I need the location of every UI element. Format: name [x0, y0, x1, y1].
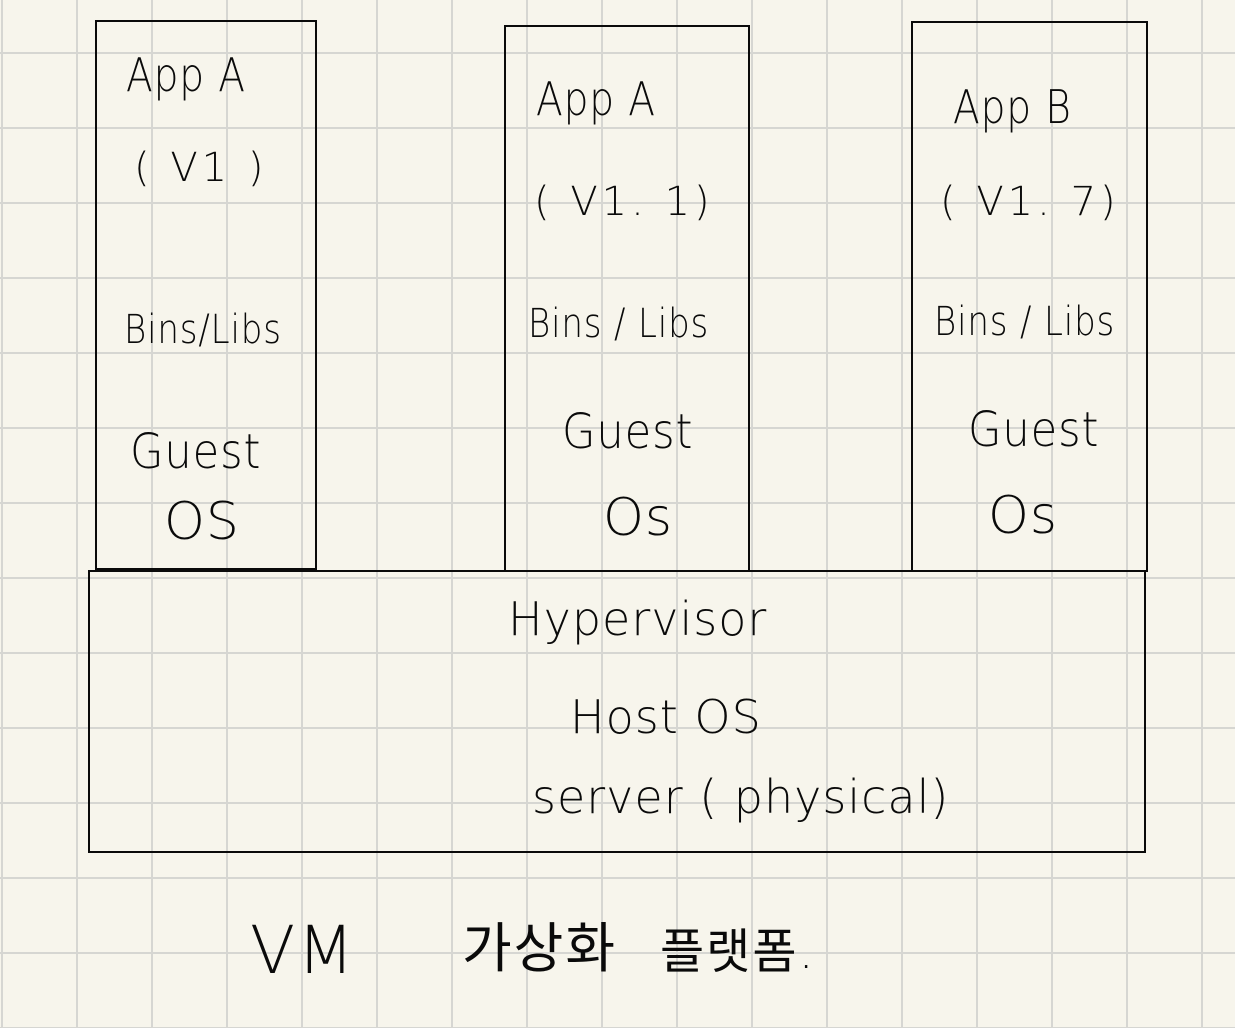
vm3-guest-label: Guest	[968, 402, 1100, 458]
hypervisor-label: Hypervisor	[508, 592, 768, 646]
vm3-app-label: App B	[953, 80, 1072, 134]
vm1-os-label: OS	[164, 492, 240, 552]
vm1-version-label: ( V1 )	[134, 145, 268, 191]
caption-vm: VM	[250, 912, 357, 989]
vm3-os-label: Os	[988, 486, 1059, 546]
vm2-bins-libs-label: Bins / Libs	[528, 301, 710, 347]
vm1-app-label: App A	[126, 48, 246, 102]
vm-box-1	[95, 20, 317, 570]
vm2-version-label: ( V1. 1)	[534, 179, 714, 225]
caption-korean-2: 플랫폼.	[660, 924, 816, 980]
caption-korean-1: 가상화	[462, 917, 618, 980]
vm3-bins-libs-label: Bins / Libs	[934, 299, 1116, 345]
vm1-guest-label: Guest	[130, 424, 262, 480]
server-physical-label: server ( physical)	[532, 770, 950, 824]
vm2-app-label: App A	[536, 72, 656, 126]
vm2-os-label: Os	[603, 488, 674, 548]
host-os-label: Host OS	[570, 690, 762, 744]
vm3-version-label: ( V1. 7)	[940, 179, 1120, 225]
vm1-bins-libs-label: Bins/Libs	[124, 307, 282, 353]
vm2-guest-label: Guest	[562, 404, 694, 460]
host-box	[88, 570, 1146, 853]
